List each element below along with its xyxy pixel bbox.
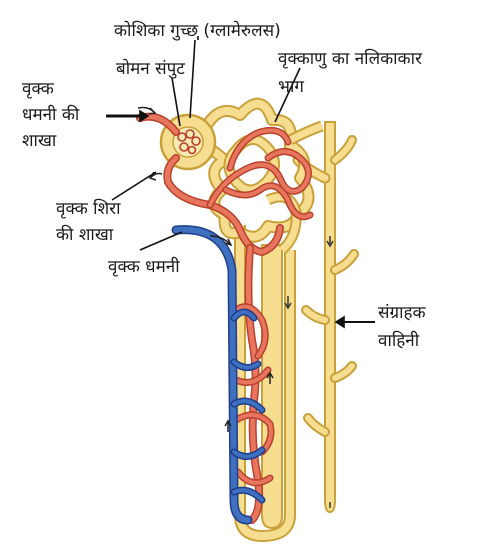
leader-lines xyxy=(106,36,375,329)
bowman-capsule-label: बोमन संपुट xyxy=(116,58,185,79)
vein-branch-label-line1: वृक्क शिरा xyxy=(56,198,121,219)
vein-branch-leader xyxy=(111,171,157,201)
artery-branch-label-line2: धमनी की xyxy=(22,104,80,125)
vein-network xyxy=(171,225,266,525)
renal-artery-label: वृक्क धमनी xyxy=(108,256,180,277)
renal-artery-leader xyxy=(139,231,183,251)
collecting-duct xyxy=(292,121,359,514)
vein-branch-label-line2: की शाखा xyxy=(56,224,114,245)
glomerulus-label: कोशिका गुच्छ (ग्लामेरुलस) xyxy=(114,20,281,41)
tubule-leader xyxy=(274,67,301,123)
collecting-duct-label-line2: वाहिनी xyxy=(378,330,420,351)
glomerulus-leader xyxy=(189,39,196,119)
collecting-duct-label-line1: संग्राहक xyxy=(378,303,427,323)
bowman-leader xyxy=(171,77,181,127)
glomerulus xyxy=(177,129,201,155)
convoluted-tubule xyxy=(194,97,324,255)
artery-branch-label-line1: वृक्क xyxy=(22,79,55,99)
tubule-label-line2: भाग xyxy=(278,77,304,97)
renal-artery-flow-arrow-icon xyxy=(209,235,231,245)
artery-branch-label-line3: शाखा xyxy=(22,131,57,151)
tubule-label-line1: वृक्काणु का नलिकाकार xyxy=(278,48,423,69)
